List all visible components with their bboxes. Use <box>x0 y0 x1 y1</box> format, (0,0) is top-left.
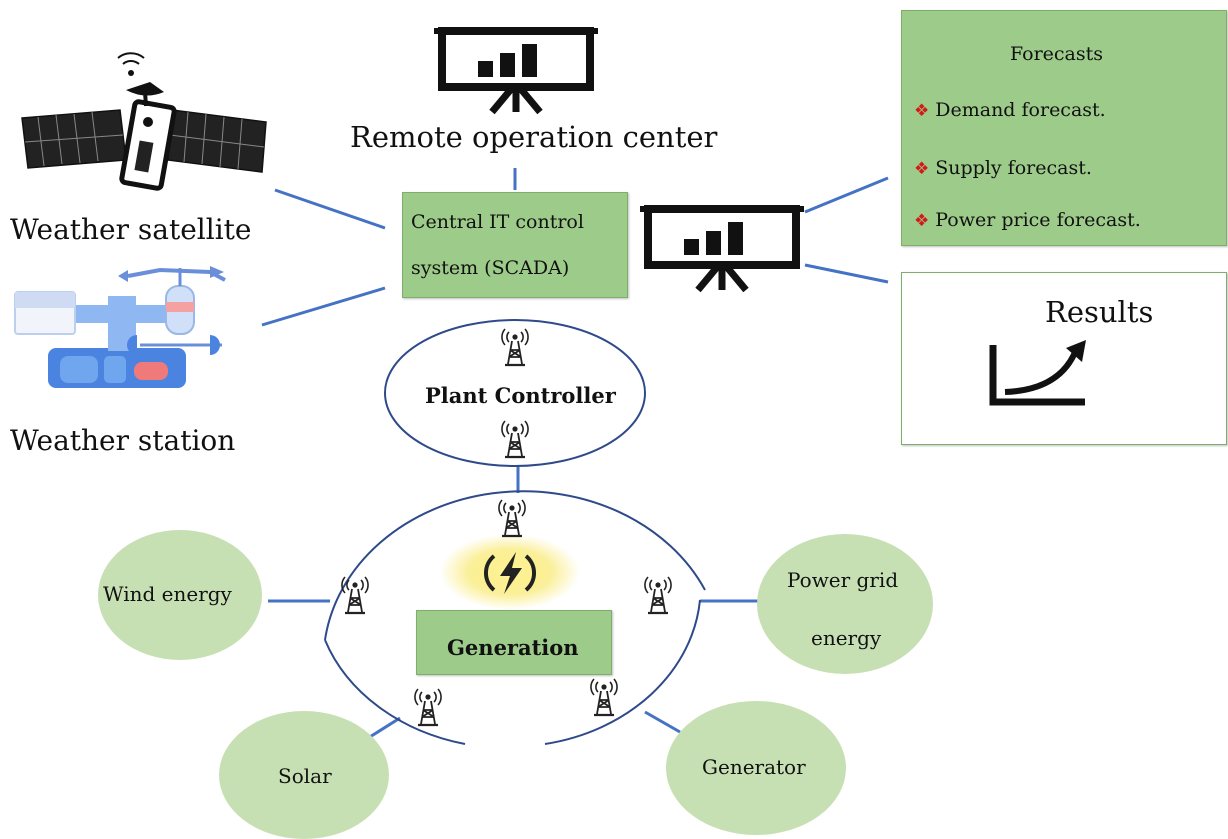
results-title: Results <box>1045 295 1154 329</box>
presentation-board-icon <box>640 206 804 290</box>
wind-energy-label: Wind energy <box>103 582 232 606</box>
diamond-bullet-icon: ❖ <box>914 159 930 179</box>
lightning-bolt-icon <box>440 534 580 610</box>
diamond-bullet-icon: ❖ <box>914 101 930 121</box>
weather-satellite-label: Weather satellite <box>10 213 252 246</box>
forecast-item-demand: ❖Demand forecast. <box>914 99 1106 121</box>
weather-station-icon <box>14 266 226 388</box>
generator-label: Generator <box>702 755 806 779</box>
generation-box: Generation <box>416 610 612 675</box>
remote-operation-center-label: Remote operation center <box>350 120 718 154</box>
generation-label: Generation <box>447 635 579 660</box>
radio-tower-icon <box>413 687 443 727</box>
generator-node <box>666 701 846 835</box>
generation-ring <box>324 490 706 745</box>
power-grid-energy-node <box>757 534 933 674</box>
plant-controller-ellipse <box>384 319 646 467</box>
solar-label: Solar <box>278 764 332 788</box>
forecasts-title: Forecasts <box>1010 43 1104 65</box>
presentation-board-icon <box>434 28 598 112</box>
growth-curve-icon <box>989 340 1086 406</box>
forecast-item-label: Supply forecast. <box>935 157 1092 179</box>
plant-controller-label: Plant Controller <box>425 383 616 408</box>
connector-lines <box>261 168 889 742</box>
power-grid-label-line2: energy <box>811 626 882 650</box>
weather-station-label: Weather station <box>10 424 236 457</box>
central-it-control-box: Central IT control system (SCADA) <box>402 192 628 298</box>
forecast-item-supply: ❖Supply forecast. <box>914 157 1092 179</box>
forecast-item-label: Power price forecast. <box>935 209 1141 231</box>
forecasts-panel: Forecasts ❖Demand forecast. ❖Supply fore… <box>901 10 1227 246</box>
radio-tower-icon <box>589 677 619 717</box>
forecast-item-label: Demand forecast. <box>935 99 1106 121</box>
results-panel: Results <box>901 272 1227 445</box>
power-grid-label-line1: Power grid <box>787 568 899 592</box>
central-it-label-line2: system (SCADA) <box>411 257 570 279</box>
forecast-item-price: ❖Power price forecast. <box>914 209 1141 231</box>
radio-tower-icon <box>643 575 673 615</box>
solar-node <box>219 711 389 839</box>
diamond-bullet-icon: ❖ <box>914 211 930 231</box>
satellite-icon <box>21 52 267 191</box>
wind-energy-node <box>98 530 262 660</box>
central-it-label-line1: Central IT control <box>411 211 584 233</box>
radio-tower-icon <box>497 498 527 538</box>
